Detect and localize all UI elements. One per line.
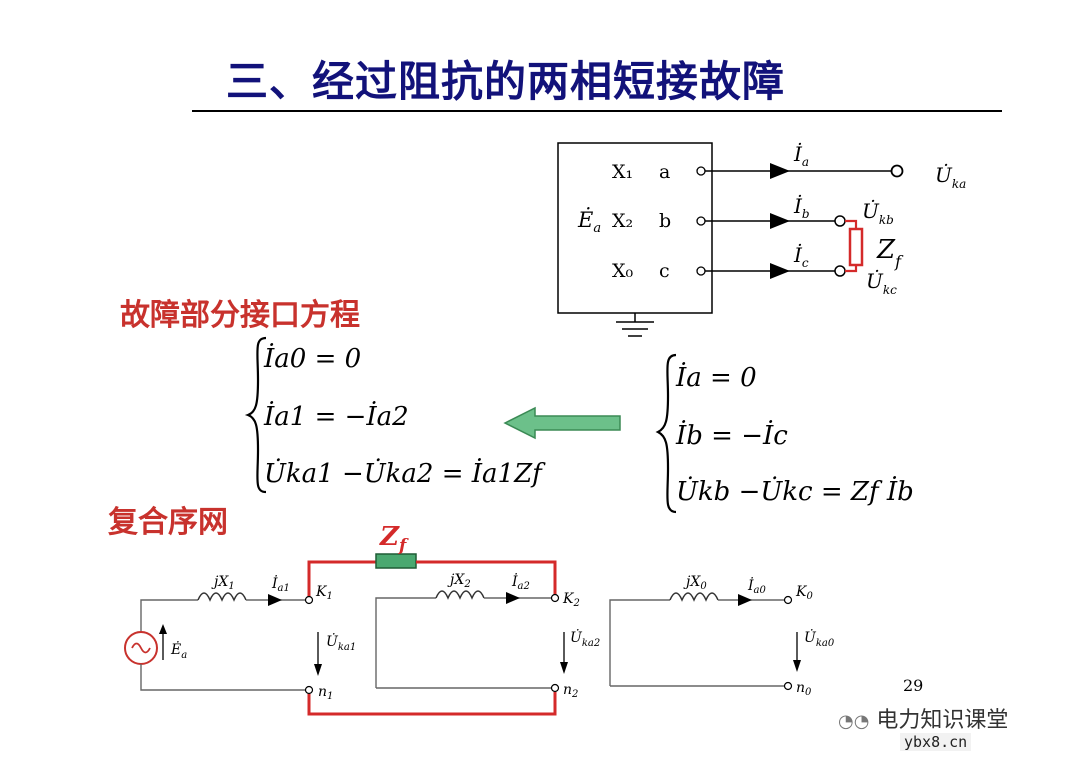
terminal-a-end xyxy=(890,164,904,178)
pos-left-wire xyxy=(140,599,198,636)
red-link-left xyxy=(307,560,376,596)
zero-node-k-label: K0 xyxy=(795,584,813,602)
zero-node-n-label: n0 xyxy=(796,680,812,698)
neg-node-n-label: n2 xyxy=(563,682,578,700)
row-a-phase-label: a xyxy=(659,161,670,183)
pos-node-k-label: K1 xyxy=(315,584,333,602)
zf-impedance-block xyxy=(375,553,417,569)
pos-reactance-label: jX1 xyxy=(211,574,235,592)
source-emf-label: Ėa xyxy=(170,640,187,661)
red-link-right xyxy=(416,560,557,594)
pos-voltage-label: U̇ka1 xyxy=(326,632,356,653)
current-arrow-a xyxy=(770,163,790,179)
phase-equation-2: İb = −İc xyxy=(675,420,788,451)
row-b-x-label: X₂ xyxy=(612,210,633,232)
sequence-equation-2: İa1 = −İa2 xyxy=(263,401,409,432)
row-b-phase-label: b xyxy=(659,210,671,232)
neg-node-n xyxy=(550,683,560,693)
sequence-equation-1: İa0 = 0 xyxy=(263,343,361,374)
neg-node-k-label: K2 xyxy=(562,591,580,609)
red-link-bottom xyxy=(307,692,557,716)
fault-impedance-symbol xyxy=(848,227,864,267)
page-number: 29 xyxy=(903,676,924,695)
zero-voltage-arrowhead xyxy=(793,660,801,672)
row-c-x-label: X₀ xyxy=(612,260,634,282)
current-arrow-c xyxy=(770,263,790,279)
zero-reactor xyxy=(669,592,719,602)
pos-reactor xyxy=(197,592,247,602)
zero-left-wire xyxy=(609,599,670,686)
neg-current-label: İa2 xyxy=(511,572,530,592)
pos-voltage-arrowhead xyxy=(314,664,322,676)
sequence-equation-3: U̇ka1 −U̇ka2 = İa1Zf xyxy=(264,458,546,489)
emf-label: Ėa xyxy=(577,208,601,236)
neg-voltage-arrowhead xyxy=(560,662,568,674)
zero-reactance-label: jX0 xyxy=(683,574,707,592)
phase-equation-1: İa = 0 xyxy=(675,362,757,393)
pos-emf-arrowhead xyxy=(159,624,167,634)
conversion-arrow xyxy=(503,406,621,440)
pos-bottom-wire xyxy=(140,664,306,691)
zero-node-k xyxy=(783,595,793,605)
pos-current-arrow xyxy=(268,594,282,606)
neg-current-arrow xyxy=(506,592,520,604)
neg-node-k xyxy=(550,593,560,603)
sequence-equations-brace xyxy=(244,336,267,494)
watermark-brand-text: 电力知识课堂 xyxy=(876,708,1009,733)
slide-title: 三、经过阻抗的两相短接故障 xyxy=(226,57,786,106)
pos-node-k xyxy=(304,595,314,605)
voltage-label-b: U̇kb xyxy=(862,199,894,227)
pos-current-label: İa1 xyxy=(271,574,290,594)
zero-node-n xyxy=(783,681,793,691)
zero-voltage-label: U̇ka0 xyxy=(804,628,835,649)
sequence-network-heading: 复合序网 xyxy=(108,505,228,540)
interface-equations-heading: 故障部分接口方程 xyxy=(120,298,360,333)
pos-node-n-label: n1 xyxy=(318,684,333,702)
neg-voltage-label: U̇ka2 xyxy=(570,628,600,649)
impedance-label: Zf xyxy=(876,235,904,271)
wechat-icon: ◔◔ xyxy=(838,711,870,732)
pos-node-n xyxy=(304,685,314,695)
zf-label: Zf xyxy=(379,522,409,556)
voltage-label-c: U̇kc xyxy=(866,269,897,297)
current-label-a: İa xyxy=(793,142,809,169)
voltage-label-a: U̇ka xyxy=(935,163,966,191)
row-c-phase-label: c xyxy=(659,260,670,282)
neg-reactor xyxy=(435,590,485,600)
neg-left-wire xyxy=(375,597,436,688)
zero-current-label: İa0 xyxy=(747,576,766,596)
row-a-x-label: X₁ xyxy=(612,161,633,183)
title-divider xyxy=(192,110,1002,112)
current-label-c: İc xyxy=(793,243,809,270)
zero-current-arrow xyxy=(738,594,752,606)
neg-reactance-label: jX2 xyxy=(447,572,471,590)
phase-equation-3: U̇kb −U̇kc = Zf İb xyxy=(676,476,914,507)
current-label-b: İb xyxy=(793,194,810,221)
current-arrow-b xyxy=(770,213,790,229)
watermark-url: ybx8.cn xyxy=(900,733,972,751)
watermark-brand: ◔◔ 电力知识课堂 xyxy=(838,702,1008,734)
phase-equations-brace xyxy=(655,353,677,514)
pos-source-wave xyxy=(131,642,151,654)
